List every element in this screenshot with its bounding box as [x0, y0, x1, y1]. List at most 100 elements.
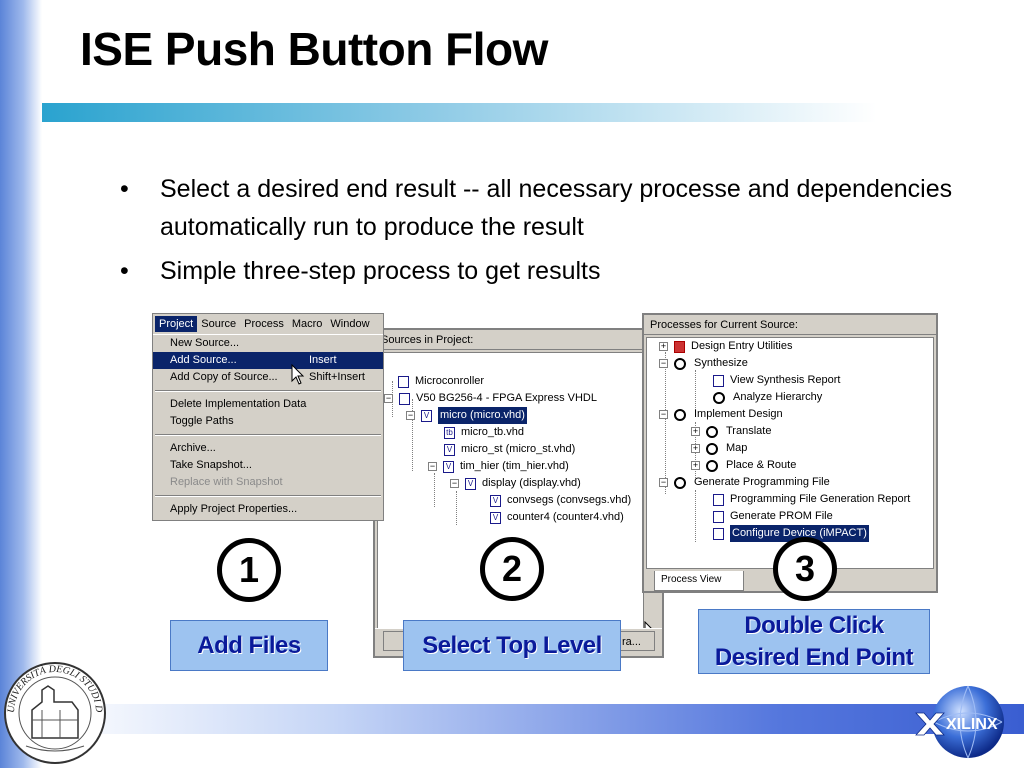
process-gear-icon: [674, 357, 686, 370]
tree-guide: [695, 370, 696, 412]
proc-translate[interactable]: +Translate: [691, 425, 772, 438]
proc-map[interactable]: +Map: [691, 442, 748, 455]
expand-icon[interactable]: +: [691, 426, 700, 436]
step-1-circle: 1: [217, 538, 281, 602]
proc-generate-prom-file[interactable]: Generate PROM File: [713, 508, 833, 525]
proc-design-entry-utilities[interactable]: +Design Entry Utilities: [659, 340, 793, 353]
collapse-icon[interactable]: −: [384, 393, 393, 403]
collapse-icon[interactable]: −: [406, 410, 415, 420]
process-gear-icon: [713, 391, 725, 404]
tree-guide: [412, 399, 413, 471]
expand-icon[interactable]: +: [691, 460, 700, 470]
menu-separator: [155, 434, 381, 436]
tree-node-project[interactable]: Microconroller: [398, 373, 484, 390]
menu-item-add-copy-of-source[interactable]: Add Copy of Source...Shift+Insert: [170, 371, 365, 383]
mouse-cursor-icon: [291, 364, 305, 385]
menu-separator: [155, 390, 381, 392]
collapse-icon[interactable]: −: [428, 461, 437, 471]
proc-programming-file-generation-report[interactable]: Programming File Generation Report: [713, 491, 910, 508]
process-gear-icon: [706, 459, 718, 472]
bullet-dot-icon: •: [120, 175, 129, 203]
tree-guide: [456, 491, 457, 525]
processes-window: Processes for Current Source: +Design En…: [642, 313, 938, 593]
svg-text:XILINX: XILINX: [946, 716, 998, 733]
menu-item-new-source[interactable]: New Source...: [170, 337, 240, 349]
project-menu-window: Project Source Process Macro Window New …: [152, 313, 384, 521]
proc-generate-programming-file[interactable]: −Generate Programming File: [659, 476, 830, 489]
proc-configure-device[interactable]: Configure Device (iMPACT): [713, 525, 869, 542]
menu-process[interactable]: Process: [244, 318, 284, 330]
bullet-list: •Select a desired end result -- all nece…: [120, 170, 1000, 296]
collapse-icon[interactable]: −: [659, 409, 668, 419]
add-files-callout: Add Files: [170, 620, 328, 671]
footer-gradient-bar: [42, 704, 1024, 734]
process-gear-icon: [706, 425, 718, 438]
select-top-level-callout: Select Top Level: [403, 620, 621, 671]
proc-synthesize[interactable]: −Synthesize: [659, 357, 748, 370]
menu-macro[interactable]: Macro: [291, 318, 323, 330]
sources-window: Sources in Project: Microconroller −V50 …: [373, 328, 664, 658]
double-click-callout: Double Click Desired End Point: [698, 609, 930, 674]
expand-icon[interactable]: +: [659, 341, 668, 351]
title-underline-bar: [42, 103, 1024, 122]
left-gradient-band: [0, 0, 42, 768]
collapse-icon[interactable]: −: [659, 358, 668, 368]
step-3-circle: 3: [773, 537, 837, 601]
proc-implement-design[interactable]: −Implement Design: [659, 408, 783, 421]
tab-process-view[interactable]: Process View: [654, 571, 744, 591]
proc-view-synthesis-report[interactable]: View Synthesis Report: [713, 372, 840, 389]
step-2-circle: 2: [480, 537, 544, 601]
menu-item-add-source[interactable]: Add Source...Insert: [153, 352, 383, 369]
tree-guide: [695, 490, 696, 542]
double-click-line-1: Double Click: [744, 611, 884, 639]
menu-separator: [155, 495, 381, 497]
processes-tree[interactable]: +Design Entry Utilities −Synthesize View…: [646, 337, 934, 569]
proc-place-and-route[interactable]: +Place & Route: [691, 459, 797, 472]
collapse-icon[interactable]: −: [659, 477, 668, 487]
sources-tab-partial[interactable]: ra...: [615, 631, 655, 651]
menu-window[interactable]: Window: [330, 318, 370, 330]
project-menu-dropdown: New Source... Add Source...Insert Add Co…: [153, 334, 383, 518]
vhdl-file-icon: V: [443, 460, 454, 473]
collapse-icon[interactable]: −: [450, 478, 459, 488]
menu-item-archive[interactable]: Archive...: [170, 442, 216, 454]
expand-icon[interactable]: +: [691, 443, 700, 453]
menu-item-replace-with-snapshot: Replace with Snapshot: [170, 476, 283, 488]
bullet-item: •Select a desired end result -- all nece…: [120, 170, 1000, 246]
tree-node-device[interactable]: −V50 BG256-4 - FPGA Express VHDL: [384, 392, 597, 405]
vhdl-file-icon: V: [490, 511, 501, 524]
vhdl-file-icon: V: [465, 477, 476, 490]
report-icon: [713, 493, 724, 506]
bullet-item: •Simple three-step process to get result…: [120, 252, 1000, 290]
processes-header: Processes for Current Source:: [644, 315, 936, 335]
university-seal-logo: UNIVERSITÀ DEGLI STUDI DI TRIESTE: [2, 660, 106, 764]
project-icon: [398, 375, 409, 388]
vhdl-file-icon: V: [421, 409, 432, 422]
bullet-dot-icon: •: [120, 257, 129, 285]
chip-icon: [399, 392, 410, 405]
sources-header: Sources in Project:: [375, 330, 662, 350]
menu-item-apply-project-properties[interactable]: Apply Project Properties...: [170, 503, 298, 515]
tools-icon: [674, 340, 685, 353]
proc-analyze-hierarchy[interactable]: Analyze Hierarchy: [713, 389, 822, 406]
menu-item-delete-implementation-data[interactable]: Delete Implementation Data: [170, 398, 307, 410]
menu-project[interactable]: Project: [155, 316, 198, 332]
menu-source[interactable]: Source: [201, 318, 237, 330]
menu-item-take-snapshot[interactable]: Take Snapshot...: [170, 459, 252, 471]
process-gear-icon: [674, 476, 686, 489]
vhdl-file-icon: V: [490, 494, 501, 507]
sources-tree[interactable]: Microconroller −V50 BG256-4 - FPGA Expre…: [377, 352, 658, 648]
window-icon: [713, 527, 724, 540]
tree-guide: [434, 473, 435, 507]
report-icon: [713, 374, 724, 387]
menu-item-toggle-paths[interactable]: Toggle Paths: [170, 415, 234, 427]
process-gear-icon: [706, 442, 718, 455]
menubar: Project Source Process Macro Window: [153, 314, 383, 334]
